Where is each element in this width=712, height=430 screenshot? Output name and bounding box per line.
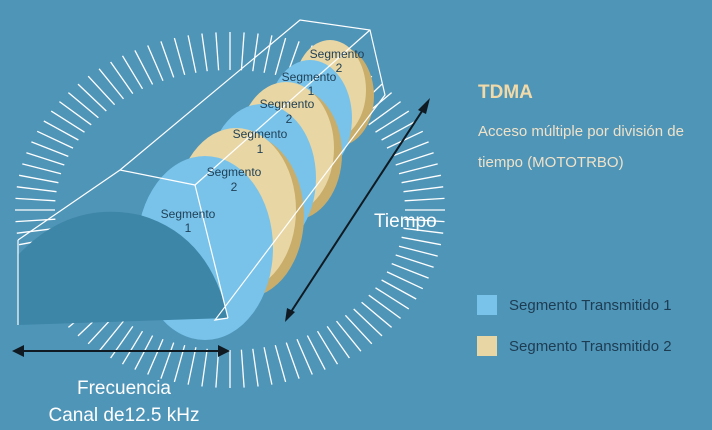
legend-label: Segmento Transmitido 1 — [509, 296, 672, 314]
ray-line — [263, 35, 273, 73]
ray-line — [134, 50, 154, 85]
segment-labels: Segmento 1 Segmento 2 Segmento 1 Segment… — [161, 47, 365, 235]
ray-line — [67, 92, 99, 119]
ray-line — [240, 32, 245, 71]
ray-line — [391, 262, 429, 279]
ray-line — [404, 197, 445, 202]
ray-line — [16, 186, 57, 193]
ray-line — [381, 120, 417, 141]
ray-line — [252, 348, 259, 387]
ray-line — [15, 218, 56, 223]
segment-number: 2 — [231, 180, 238, 194]
ray-line — [187, 347, 197, 385]
ray-line — [335, 320, 362, 352]
ray-line — [381, 279, 417, 300]
ray-line — [274, 37, 287, 75]
ray-line — [121, 55, 144, 90]
ray-line — [386, 271, 424, 290]
ray-line — [274, 345, 287, 383]
front-dome-shape — [18, 211, 228, 325]
ray-line — [296, 339, 313, 375]
ray-line — [391, 141, 429, 158]
ray-line — [98, 68, 125, 100]
ray-line — [201, 348, 208, 387]
ray-line — [31, 141, 69, 158]
ray-line — [173, 37, 186, 75]
segment-label: Segmento — [161, 207, 216, 221]
ray-line — [134, 335, 154, 370]
ray-line — [404, 218, 445, 223]
ray-line — [403, 227, 444, 234]
ray-line — [306, 335, 326, 370]
segment-number: 1 — [257, 142, 264, 156]
tdma-title: TDMA — [478, 82, 533, 103]
ray-line — [398, 245, 438, 257]
ray-line — [87, 75, 116, 106]
legend-swatch — [477, 336, 497, 356]
ray-line — [375, 287, 410, 310]
ray-line — [50, 110, 85, 133]
segment-number: 1 — [308, 84, 315, 98]
legend-item-segment-1: Segmento Transmitido 1 — [477, 295, 672, 315]
legend-item-segment-2: Segmento Transmitido 2 — [477, 336, 672, 356]
ray-line — [353, 308, 383, 337]
segment-label: Segmento — [282, 70, 337, 84]
segment-label: Segmento — [207, 165, 262, 179]
ray-line — [263, 347, 273, 385]
ray-line — [160, 41, 175, 78]
tdma-description: Acceso múltiple por división de tiempo (… — [478, 123, 684, 171]
ray-line — [110, 61, 134, 94]
ray-line — [160, 342, 175, 379]
ray-line — [98, 320, 125, 352]
ray-line — [77, 83, 107, 112]
segment-label: Segmento — [233, 127, 288, 141]
ray-line — [398, 163, 438, 175]
ray-line — [375, 110, 410, 133]
ray-line — [15, 197, 56, 202]
ray-line — [285, 342, 300, 379]
ray-line — [147, 339, 164, 375]
segment-number: 2 — [336, 61, 343, 75]
ray-line — [401, 236, 442, 246]
frequency-label: Frecuencia — [77, 378, 171, 399]
ray-line — [240, 349, 245, 388]
time-label: Tiempo — [374, 211, 437, 232]
ray-line — [43, 120, 79, 141]
ray-line — [326, 326, 350, 359]
ray-line — [201, 33, 208, 72]
channel-wireframe — [17, 19, 386, 325]
ray-line — [26, 152, 65, 166]
legend-label: Segmento Transmitido 2 — [509, 337, 672, 355]
ray-line — [368, 294, 401, 319]
frequency-axis: Frecuencia Canal de12.5 kHz — [12, 345, 230, 426]
ray-line — [59, 101, 92, 126]
ray-line — [36, 130, 74, 149]
ray-line — [344, 314, 373, 345]
ray-line — [22, 163, 62, 175]
ray-line — [121, 330, 144, 365]
ray-line — [401, 174, 442, 184]
time-axis: Tiempo — [285, 98, 437, 322]
segment-label: Segmento — [260, 97, 315, 111]
segment-label: Segmento — [310, 47, 365, 61]
segment-number: 2 — [286, 112, 293, 126]
legend-swatch — [477, 295, 497, 315]
ray-line — [403, 186, 444, 193]
ray-line — [395, 152, 434, 166]
ray-line — [386, 130, 424, 149]
ray-line — [361, 301, 393, 328]
ray-line — [395, 254, 434, 268]
ray-line — [316, 330, 339, 365]
ray-line — [187, 35, 197, 73]
ray-line — [147, 45, 164, 81]
ray-line — [18, 174, 59, 184]
ray-line — [368, 101, 401, 126]
segment-number: 1 — [185, 221, 192, 235]
channel-label: Canal de12.5 kHz — [48, 405, 199, 426]
segment-stack — [18, 40, 374, 340]
ray-line — [215, 32, 220, 71]
ray-line — [252, 33, 259, 72]
ray-line — [110, 326, 134, 359]
